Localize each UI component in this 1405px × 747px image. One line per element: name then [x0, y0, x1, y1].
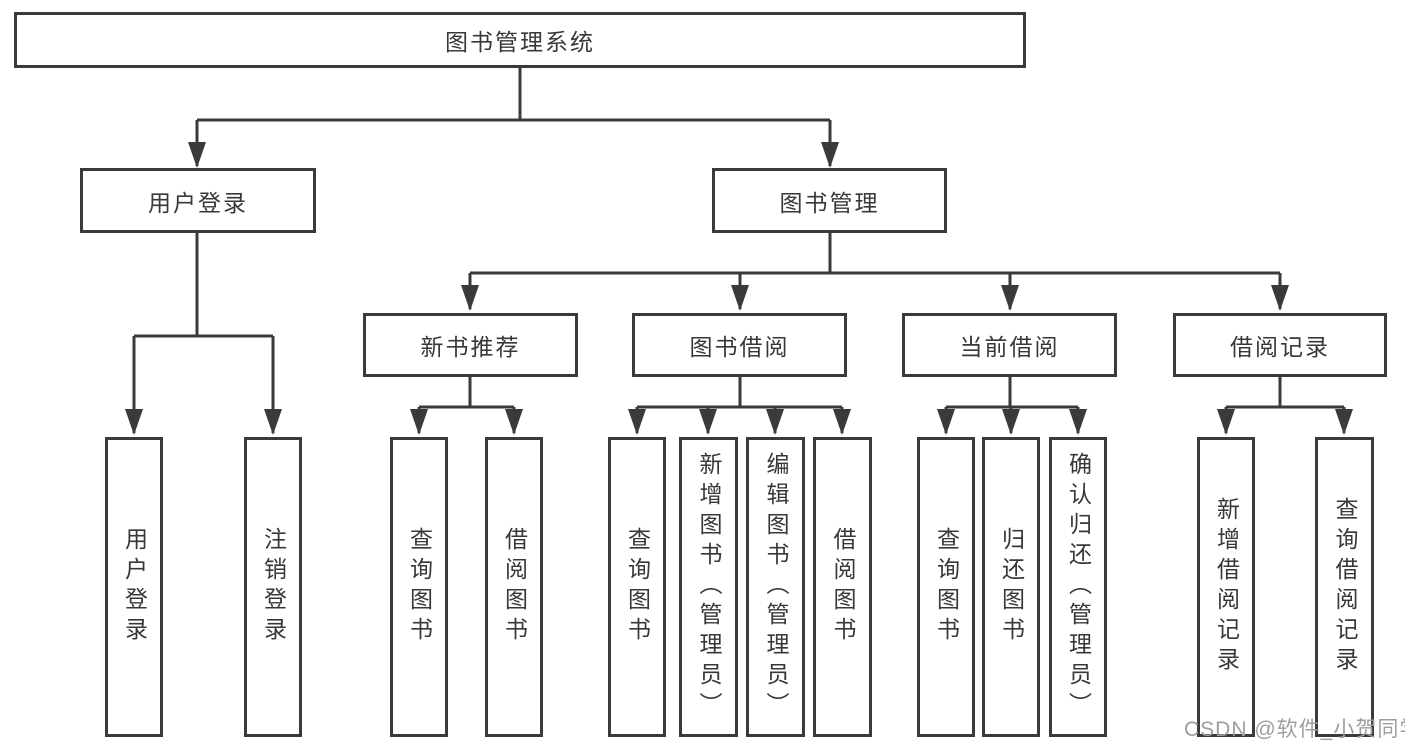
leaf-user-login: 用户登录	[105, 437, 163, 737]
node-book-management: 图书管理	[712, 168, 947, 233]
node-root: 图书管理系统	[14, 12, 1026, 68]
leaf-confirm-return-admin: 确认归还（管理员）	[1049, 437, 1107, 737]
node-book-borrow: 图书借阅	[632, 313, 847, 377]
leaf-borrow-book: 借阅图书	[813, 437, 872, 737]
leaf-edit-book-admin: 编辑图书（管理员）	[746, 437, 805, 737]
leaf-borrow-book-recommend: 借阅图书	[485, 437, 543, 737]
leaf-logout: 注销登录	[244, 437, 302, 737]
leaf-query-book-current: 查询图书	[917, 437, 975, 737]
node-new-book-recommend: 新书推荐	[363, 313, 578, 377]
leaf-query-book-recommend: 查询图书	[390, 437, 448, 737]
node-current-borrow: 当前借阅	[902, 313, 1117, 377]
leaf-query-borrow-record: 查询借阅记录	[1315, 437, 1374, 737]
watermark-csdn: CSDN @软件_小贺同学	[1184, 718, 1405, 741]
leaf-return-book: 归还图书	[982, 437, 1040, 737]
leaf-query-book-borrow: 查询图书	[608, 437, 666, 737]
node-user-login: 用户登录	[80, 168, 316, 233]
node-borrow-records: 借阅记录	[1173, 313, 1387, 377]
leaf-add-book-admin: 新增图书（管理员）	[679, 437, 738, 737]
leaf-add-borrow-record: 新增借阅记录	[1197, 437, 1255, 737]
